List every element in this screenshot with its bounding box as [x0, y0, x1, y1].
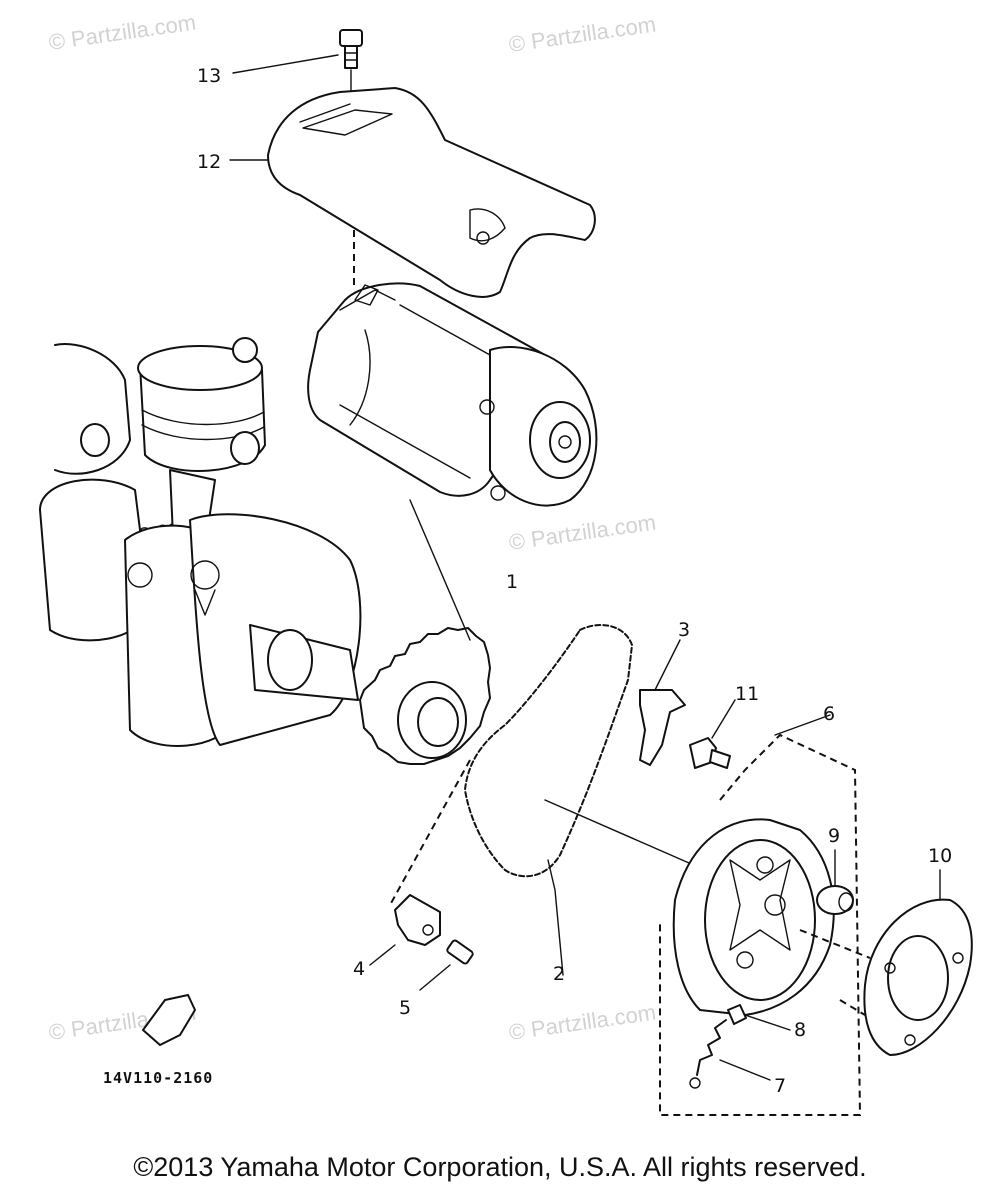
part-1-sprocket[interactable]	[359, 499, 491, 906]
part-5-bolt[interactable]	[419, 939, 474, 991]
callout-11: 11	[735, 683, 759, 705]
callout-3: 3	[678, 619, 690, 641]
copyright-notice: ©2013 Yamaha Motor Corporation, U.S.A. A…	[133, 1152, 867, 1182]
callout-2: 2	[553, 963, 565, 985]
part-code: 14V110-2160	[103, 1069, 213, 1087]
crankshaft-assembly[interactable]	[39, 337, 362, 747]
part-2-chain[interactable]	[464, 624, 633, 976]
part-7-spring[interactable]	[689, 1019, 771, 1089]
part-11-bolt[interactable]	[689, 699, 736, 769]
callout-1: 1	[506, 571, 518, 593]
watermark: © Partzilla.com	[47, 10, 197, 55]
front-arrow-marker: FWD	[142, 994, 196, 1046]
callout-6: 6	[823, 703, 835, 725]
watermark: © Partzilla.com	[507, 1000, 657, 1045]
part-10-plate[interactable]	[799, 869, 973, 1056]
callout-7: 7	[774, 1075, 786, 1097]
callout-10: 10	[928, 845, 952, 867]
watermark: © Partzilla.com	[507, 12, 657, 57]
part-12-cover[interactable]	[267, 87, 596, 298]
starter-motor[interactable]	[307, 282, 598, 507]
callout-4: 4	[353, 958, 365, 980]
callout-5: 5	[399, 997, 411, 1019]
callout-9: 9	[828, 825, 840, 847]
part-8-plunger[interactable]	[727, 1004, 791, 1031]
part-4-bracket[interactable]	[369, 894, 441, 966]
leader-lines	[229, 54, 339, 161]
watermark: © Partzilla.com	[507, 510, 657, 555]
part-9-roller[interactable]	[816, 849, 854, 915]
callout-13: 13	[197, 65, 221, 87]
callout-12: 12	[197, 151, 221, 173]
part-6-clutch-group[interactable]	[544, 714, 862, 1116]
callout-8: 8	[794, 1019, 806, 1041]
part-3-guide[interactable]	[639, 639, 686, 766]
callouts: 13 12 1 3 11 6 9 10 4 2 5 8 7	[197, 65, 952, 1097]
part-13-bolt[interactable]	[339, 29, 363, 101]
